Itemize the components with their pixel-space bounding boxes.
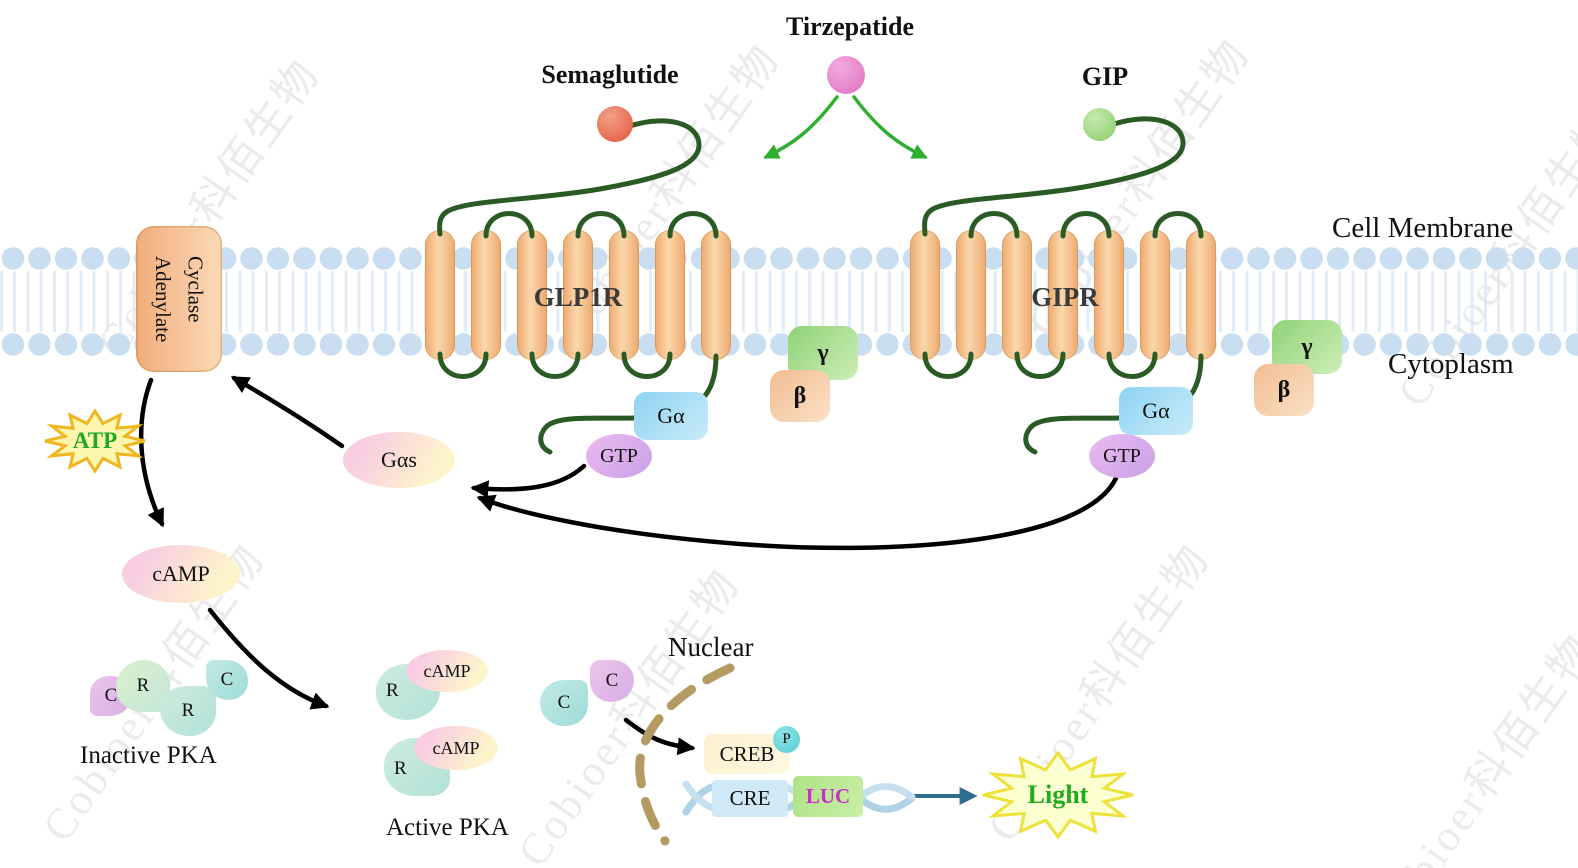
gas-protein: Gαs [343, 432, 455, 488]
gipr-helix [1094, 230, 1124, 360]
glp1r-helix [563, 230, 593, 360]
galpha-subunit: Gα [1119, 387, 1193, 435]
tirzepatide-ligand [827, 56, 865, 94]
atp-label: ATP [72, 428, 118, 453]
nuclear-membrane-arc [635, 663, 735, 846]
nuclear-label: Nuclear [668, 632, 754, 662]
beta-subunit: β [1254, 364, 1314, 416]
free-c-subunit: C [540, 680, 588, 726]
camp-bound: cAMP [406, 650, 488, 692]
semaglutide-label: Semaglutide [541, 60, 679, 89]
glp1r-helix [517, 230, 547, 360]
camp-molecule: cAMP [122, 545, 240, 603]
gtp-molecule: GTP [1089, 434, 1155, 478]
pka-r-label: R [394, 758, 407, 779]
gipr-helix [1002, 230, 1032, 360]
gipr-helix [910, 230, 940, 360]
arrow-c-to-creb [623, 717, 696, 756]
tirzepatide-label: Tirzepatide [785, 12, 915, 41]
adenylate-text: Adenylate [151, 255, 175, 343]
glp1r-label: GLP1R [533, 281, 623, 312]
free-c-subunit: C [590, 660, 634, 702]
inactive-pka-label: Inactive PKA [80, 742, 217, 769]
active-pka-label: Active PKA [386, 814, 509, 841]
cyclase-text: Cyclase [183, 255, 208, 323]
membrane-outer-leaflet [0, 245, 1578, 272]
arrow-glp1r-gtp-to-gas [470, 463, 587, 499]
semaglutide-ligand [597, 106, 633, 142]
cre-element: CRE [712, 780, 788, 817]
pka-r-subunit: R [160, 686, 216, 736]
luc-reporter: LUC [793, 776, 863, 817]
glp1r-helix [609, 230, 639, 360]
cell-membrane-label: Cell Membrane [1332, 212, 1514, 244]
gipr-helix [1140, 230, 1170, 360]
light-starburst [982, 750, 1134, 840]
glp1r-helix [425, 230, 455, 360]
beta-subunit: β [770, 370, 830, 422]
pka-c-subunit: C [206, 660, 248, 700]
gip-ligand [1083, 108, 1116, 141]
light-label: Light [1027, 780, 1089, 809]
camp-bound: cAMP [414, 726, 498, 770]
adenylate-cyclase: Adenylate Cyclase [136, 226, 222, 372]
gipr-label: GIPR [1031, 281, 1099, 312]
glp1r-helix [655, 230, 685, 360]
gipr-helix [1186, 230, 1216, 360]
gipr-helix [1048, 230, 1078, 360]
phospho-p-badge: P [773, 726, 800, 753]
gip-label: GIP [1081, 62, 1129, 91]
galpha-subunit: Gα [634, 392, 708, 440]
arrow-camp-to-pka [207, 607, 330, 710]
glp1r-helix [701, 230, 731, 360]
gtp-molecule: GTP [586, 434, 652, 478]
arrow-gas-to-ac [230, 375, 345, 449]
glp1r-helix [471, 230, 501, 360]
signal-arrows [138, 375, 1119, 756]
cytoplasm-label: Cytoplasm [1388, 348, 1514, 380]
tirzepatide-arrows [763, 95, 928, 159]
arrow-ac-to-camp [138, 377, 165, 528]
creb-protein: CREB [704, 734, 790, 774]
arrow-gipr-gtp-to-gas [476, 475, 1119, 551]
gipr-helix [956, 230, 986, 360]
atp-starburst [44, 408, 146, 474]
pka-r-label: R [386, 680, 399, 701]
